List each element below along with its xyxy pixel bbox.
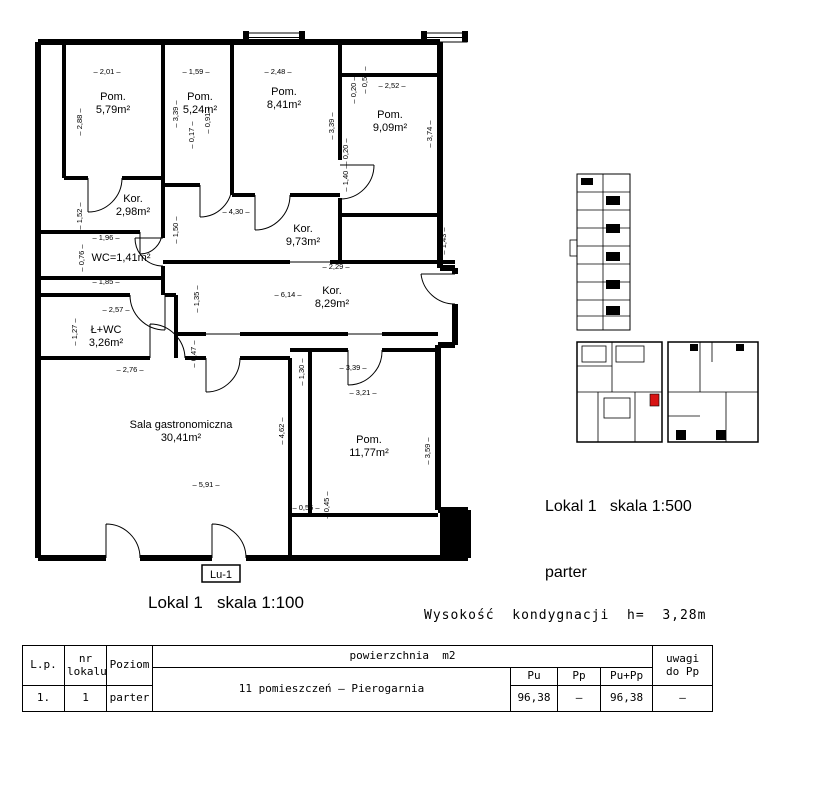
cell-pu-pp: 96,38: [599, 685, 654, 712]
site-plan: [569, 173, 759, 443]
unit-tag: Lu-1: [201, 564, 241, 583]
site-level-caption: parter: [545, 564, 587, 581]
dimension-label: – 0,50 –: [360, 66, 369, 94]
dimension-label: – 3,74 –: [425, 120, 434, 148]
site-building-highlighted: [576, 341, 663, 443]
th-poziom: Poziom: [106, 645, 153, 686]
dimension-label: – 3,59 –: [423, 437, 432, 465]
dimension-label: – 1,43 –: [439, 227, 448, 255]
dimension-label: – 2,76 –: [116, 365, 144, 374]
floor-plan-drawing: Pom.5,79m² Pom.5,24m² Pom.8,41m² Pom.9,09m²…: [35, 31, 759, 583]
dimension-label: – 0,17 –: [187, 121, 196, 149]
room-label: Kor.9,73m²: [286, 223, 321, 248]
cell-pu: 96,38: [510, 685, 558, 712]
site-building-upper: [569, 173, 631, 331]
cell-nr-lokalu: 1: [64, 685, 107, 712]
th-lp: L.p.: [22, 645, 65, 686]
room-label: Kor.2,98m²: [116, 193, 151, 218]
wall-block: [440, 512, 466, 556]
dimension-label: – 0,45 –: [322, 491, 331, 519]
dimension-label: – 2,57 –: [102, 305, 130, 314]
dimension-label: – 1,96 –: [92, 233, 120, 242]
room-label: Kor.8,29m²: [315, 285, 350, 310]
dimension-label: – 2,01 –: [93, 67, 121, 76]
cell-description: 11 pomieszczeń – Pierogarnia: [152, 667, 511, 712]
door-swings: [87, 164, 456, 559]
dimension-label: – 1,59 –: [182, 67, 210, 76]
dimension-label: – 2,48 –: [264, 67, 292, 76]
dimension-labels: – 2,01 – – 2,88 – – 1,59 – – 3,39 – – 0,17 –…: [70, 66, 448, 519]
dimension-label: – 0,76 –: [77, 244, 86, 272]
unit-tag-label: Lu-1: [210, 569, 232, 581]
dimension-label: – 5,91 –: [192, 480, 220, 489]
dimension-label: – 1,35 –: [192, 285, 201, 313]
dimension-label: – 6,14 –: [274, 290, 302, 299]
dimension-label: – 0,20 –: [349, 76, 358, 104]
cell-uwagi: –: [652, 685, 714, 712]
dimension-label: – 0,55 –: [292, 503, 320, 512]
storey-height-note: Wysokość kondygnacji h= 3,28m: [424, 608, 707, 623]
window-caps: [243, 31, 468, 42]
dimension-label: – 0,91 –: [203, 106, 212, 134]
area-table: L.p. nr lokalu Poziom powierzchnia m2 uw…: [22, 645, 714, 712]
dimension-label: – 2,52 –: [378, 81, 406, 90]
room-label: Pom.11,77m²: [349, 434, 389, 459]
cell-lp: 1.: [22, 685, 65, 712]
dimension-label: – 0,47 –: [189, 340, 198, 368]
dimension-label: – 4,30 –: [222, 207, 250, 216]
dimension-label: – 1,30 –: [297, 358, 306, 386]
dimension-label: – 1,85 –: [92, 277, 120, 286]
room-label: Pom.5,24m²: [183, 91, 218, 116]
th-pu-pp: Pu+Pp: [599, 667, 654, 686]
outer-walls: [35, 39, 471, 561]
th-powierzchnia: powierzchnia m2: [151, 645, 654, 668]
site-caption: Lokal 1 skala 1:500 parter: [545, 452, 692, 628]
th-pu: Pu: [510, 667, 558, 686]
dimension-label: – 3,39 –: [327, 112, 336, 140]
dimension-label: – 1,50 –: [171, 216, 180, 244]
th-uwagi: uwagi do Pp: [652, 645, 714, 686]
room-label: Pom.8,41m²: [267, 86, 302, 111]
dimension-label: – 0,20 –: [341, 138, 350, 166]
dimension-label: – 3,21 –: [349, 388, 377, 397]
unit-highlight-marker: [649, 393, 660, 407]
dimension-label: – 1,40 –: [341, 164, 350, 192]
interior-walls: [38, 42, 455, 558]
dimension-label: – 1,27 –: [70, 318, 79, 346]
room-label: Pom.5,79m²: [96, 91, 131, 116]
dimension-label: – 1,52 –: [75, 202, 84, 230]
th-pp: Pp: [557, 667, 601, 686]
dimension-label: – 3,39 –: [171, 100, 180, 128]
dimension-label: – 2,88 –: [75, 108, 84, 136]
room-labels: Pom.5,79m² Pom.5,24m² Pom.8,41m² Pom.9,09m²…: [89, 86, 408, 459]
site-scale-caption: Lokal 1 skala 1:500: [545, 498, 692, 515]
dimension-label: – 4,62 –: [277, 417, 286, 445]
dimension-label: – 2,29 –: [322, 262, 350, 271]
room-label: WC=1,41m²: [92, 252, 151, 264]
site-building-right: [667, 341, 759, 443]
dimension-label: – 3,39 –: [339, 363, 367, 372]
cell-poziom: parter: [106, 685, 153, 712]
room-label: Pom.9,09m²: [373, 109, 408, 134]
plan-scale-caption: Lokal 1 skala 1:100: [148, 593, 304, 612]
cell-pp: –: [557, 685, 601, 712]
th-nr-lokalu: nr lokalu: [64, 645, 107, 686]
